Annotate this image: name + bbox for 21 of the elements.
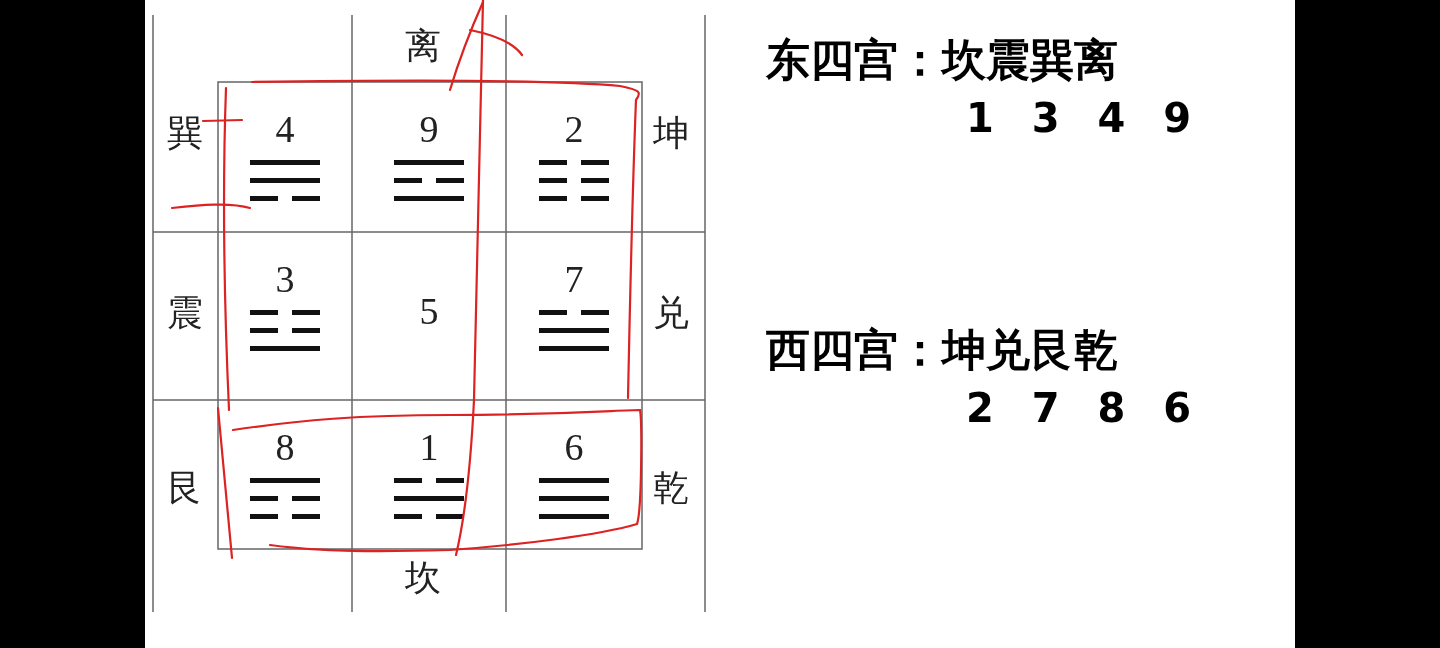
cell-number: 4: [275, 110, 295, 148]
trigram-name: 兑: [653, 295, 689, 331]
group-heading: 西四宫：坤兑艮乾: [766, 328, 1118, 372]
group-heading: 东四宫：坎震巽离: [766, 38, 1118, 82]
cell-number: 7: [564, 260, 584, 298]
cell-number: 6: [564, 428, 584, 466]
number-list: 2 7 8 6: [966, 388, 1192, 428]
number-list: 1 3 4 9: [966, 98, 1192, 138]
cell-number: 5: [419, 292, 439, 330]
trigram-name: 乾: [653, 470, 689, 506]
trigram-name: 坤: [653, 115, 689, 151]
cell-number: 2: [564, 110, 584, 148]
cell-number: 9: [419, 110, 439, 148]
trigram-name: 巽: [167, 115, 203, 151]
cell-number: 3: [275, 260, 295, 298]
cell-number: 8: [275, 428, 295, 466]
trigram-name: 离: [405, 28, 441, 64]
trigram-name: 艮: [167, 470, 203, 506]
cell-number: 1: [419, 428, 439, 466]
trigram-name: 坎: [405, 560, 441, 596]
trigram-name: 震: [167, 295, 203, 331]
